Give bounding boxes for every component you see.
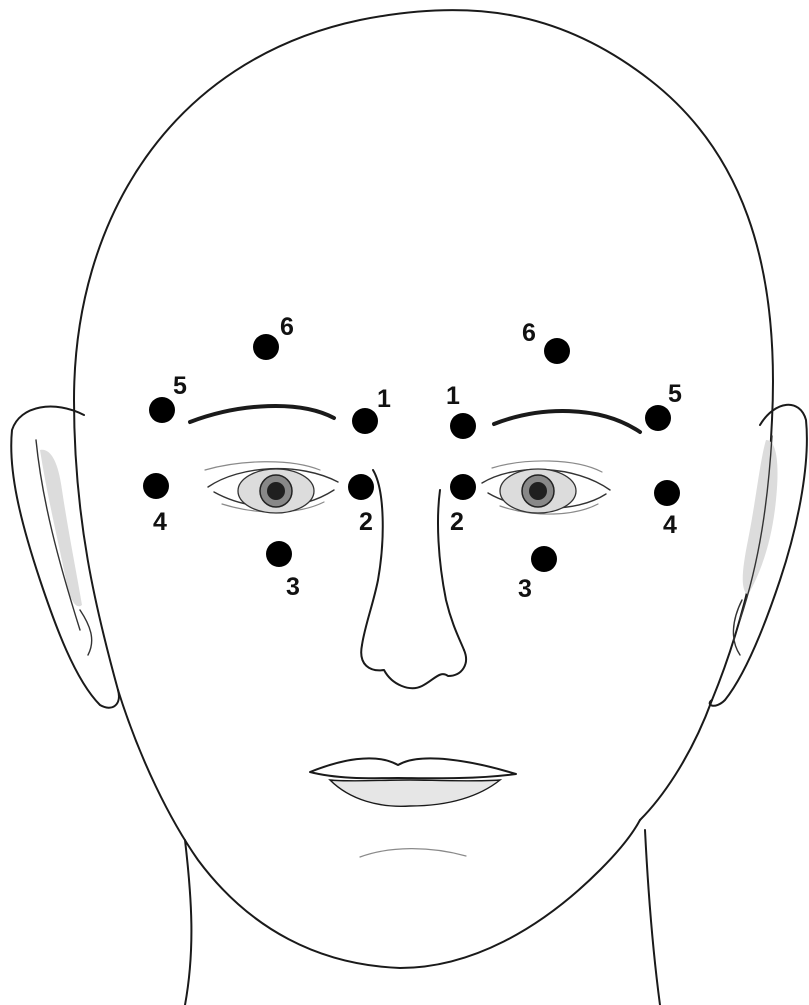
point-left-3-label: 3 [518,575,532,603]
point-left-1-label: 1 [446,382,460,410]
point-left-6-label: 6 [522,319,536,347]
point-right-6-dot [253,334,279,360]
lips-upper [310,758,516,778]
lips-lower [330,780,500,806]
eyebrow-left [190,406,334,422]
neck-left [185,840,191,1005]
eye-left [205,462,338,513]
ear-left-fold [80,610,92,655]
ear-left-shade [40,450,82,606]
point-left-2-dot [450,474,476,500]
point-left-5-label: 5 [668,380,682,408]
neck-right [645,830,660,1005]
point-left-3-dot [531,546,557,572]
point-right-2-label: 2 [359,508,373,536]
point-left-4-dot [654,480,680,506]
point-right-2-dot [348,474,374,500]
point-right-4-label: 4 [153,508,167,536]
point-right-4-dot [143,473,169,499]
point-right-1-label: 1 [377,385,391,413]
points-layer: 1 2 3 4 5 6 1 2 3 4 5 6 [143,313,682,603]
point-right-6-label: 6 [280,313,294,341]
eye-right [482,461,610,514]
point-right-3-dot [266,541,292,567]
point-left-5-dot [645,405,671,431]
point-left-6-dot [544,338,570,364]
chin-crease [360,849,466,857]
point-left-1-dot [450,413,476,439]
point-right-1-dot [352,408,378,434]
point-right-3-label: 3 [286,573,300,601]
jaw-outline [118,690,640,968]
point-left-2-label: 2 [450,508,464,536]
eyebrow-right [494,411,640,432]
ear-right-shade [743,440,778,595]
point-right-5-label: 5 [173,372,187,400]
point-right-5-dot [149,397,175,423]
nose-tip [361,645,466,688]
point-left-4-label: 4 [663,511,677,539]
